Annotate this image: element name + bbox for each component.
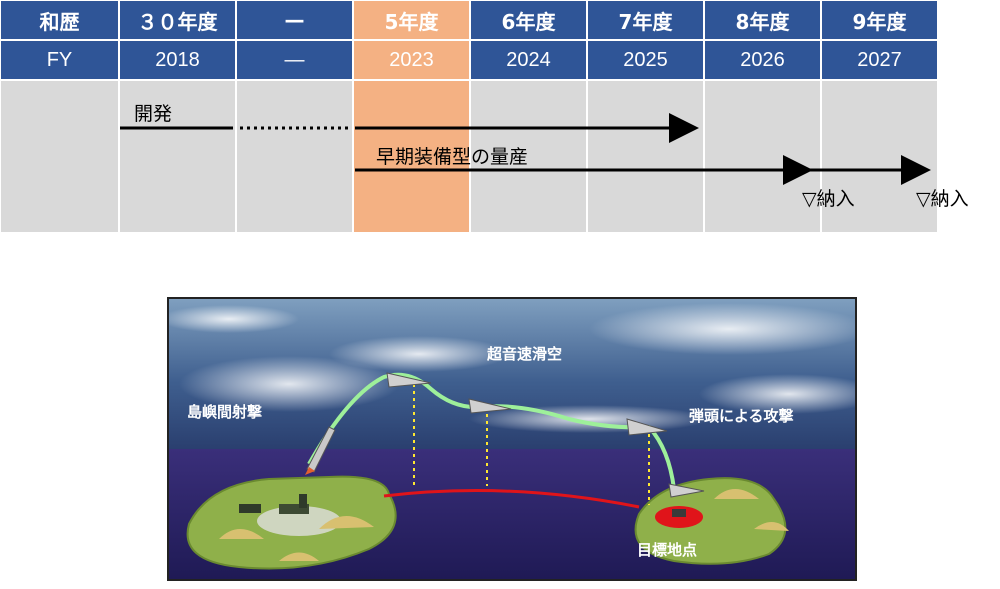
fy-col-7: 2027 — [821, 40, 938, 80]
era-col-4: 6年度 — [470, 0, 587, 40]
cloud — [179, 356, 399, 412]
fy-col-1: 2018 — [119, 40, 236, 80]
era-label: 8年度 — [735, 9, 790, 34]
label-glide: 超音速滑空 — [486, 345, 562, 363]
era-col-2: — — [236, 0, 353, 40]
fy-col-6: 2026 — [704, 40, 821, 80]
body-cell-3-highlight — [353, 80, 470, 233]
cloud — [169, 305, 299, 333]
era-col-3: 5年度 — [353, 0, 470, 40]
fy-col-5: 2025 — [587, 40, 704, 80]
era-label: 6年度 — [501, 9, 556, 34]
warhead-icon — [668, 483, 705, 498]
glide-vehicle-icon — [626, 418, 668, 436]
glide-vehicle-icon — [468, 398, 512, 414]
delivery-label-fy2026: ▽納入 — [802, 188, 855, 210]
body-cell-4 — [470, 80, 587, 233]
fy-label: 2027 — [857, 48, 902, 71]
era-col-5: 7年度 — [587, 0, 704, 40]
fy-label: 2023 — [389, 48, 434, 71]
fy-label: 2024 — [506, 48, 551, 71]
fy-col-4: 2024 — [470, 40, 587, 80]
era-label: 9年度 — [852, 9, 907, 34]
illustration-canvas: 島嶼間射撃 超音速滑空 弾頭による攻撃 目標地点 — [169, 299, 855, 579]
hill — [319, 515, 374, 529]
fy-col-3: 2023 — [353, 40, 470, 80]
era-label: 5年度 — [384, 9, 439, 34]
era-header-cell: 和歴 — [0, 0, 119, 40]
era-label: ３０年度 — [137, 9, 218, 34]
launcher-vehicle — [239, 504, 261, 513]
label-island-firing: 島嶼間射撃 — [187, 403, 262, 421]
launcher-vehicle — [279, 504, 309, 514]
era-col-6: 8年度 — [704, 0, 821, 40]
hill — [279, 552, 319, 561]
concept-illustration: 島嶼間射撃 超音速滑空 弾頭による攻撃 目標地点 — [167, 297, 857, 581]
fy-col-2: — — [236, 40, 353, 80]
hill — [714, 489, 759, 499]
cloud — [699, 374, 855, 414]
fy-label: 2026 — [740, 48, 785, 71]
era-label: 7年度 — [618, 9, 673, 34]
ground-track — [383, 489, 640, 509]
era-label: — — [284, 8, 305, 32]
era-col-7: 9年度 — [821, 0, 938, 40]
mass-production-label: 早期装備型の量産 — [376, 146, 529, 168]
glide-vehicle-icon — [386, 372, 432, 388]
fy-header-cell: FY — [0, 40, 119, 80]
body-cell-5 — [587, 80, 704, 233]
missile-exhaust — [305, 467, 315, 475]
hill — [754, 521, 789, 531]
timeline-arrows — [120, 113, 931, 185]
era-header-label: 和歴 — [39, 9, 80, 34]
target-structure — [672, 509, 686, 517]
delivery-label-fy2027: ▽納入 — [916, 188, 969, 210]
fy-header-label: FY — [46, 48, 73, 71]
development-label: 開発 — [134, 103, 173, 125]
fy-label: 2025 — [623, 48, 668, 71]
fy-label: — — [284, 48, 305, 71]
era-col-1: ３０年度 — [119, 0, 236, 40]
hill — [219, 529, 264, 539]
cloud — [329, 336, 509, 372]
label-warhead-attack: 弾頭による攻撃 — [689, 407, 794, 425]
fy-label: 2018 — [155, 48, 200, 71]
cloud — [589, 303, 855, 355]
body-cell-1 — [119, 80, 236, 233]
launcher-vehicle — [299, 494, 307, 508]
body-cell-2 — [236, 80, 353, 233]
label-target: 目標地点 — [637, 541, 697, 559]
body-cell-0 — [0, 80, 119, 233]
